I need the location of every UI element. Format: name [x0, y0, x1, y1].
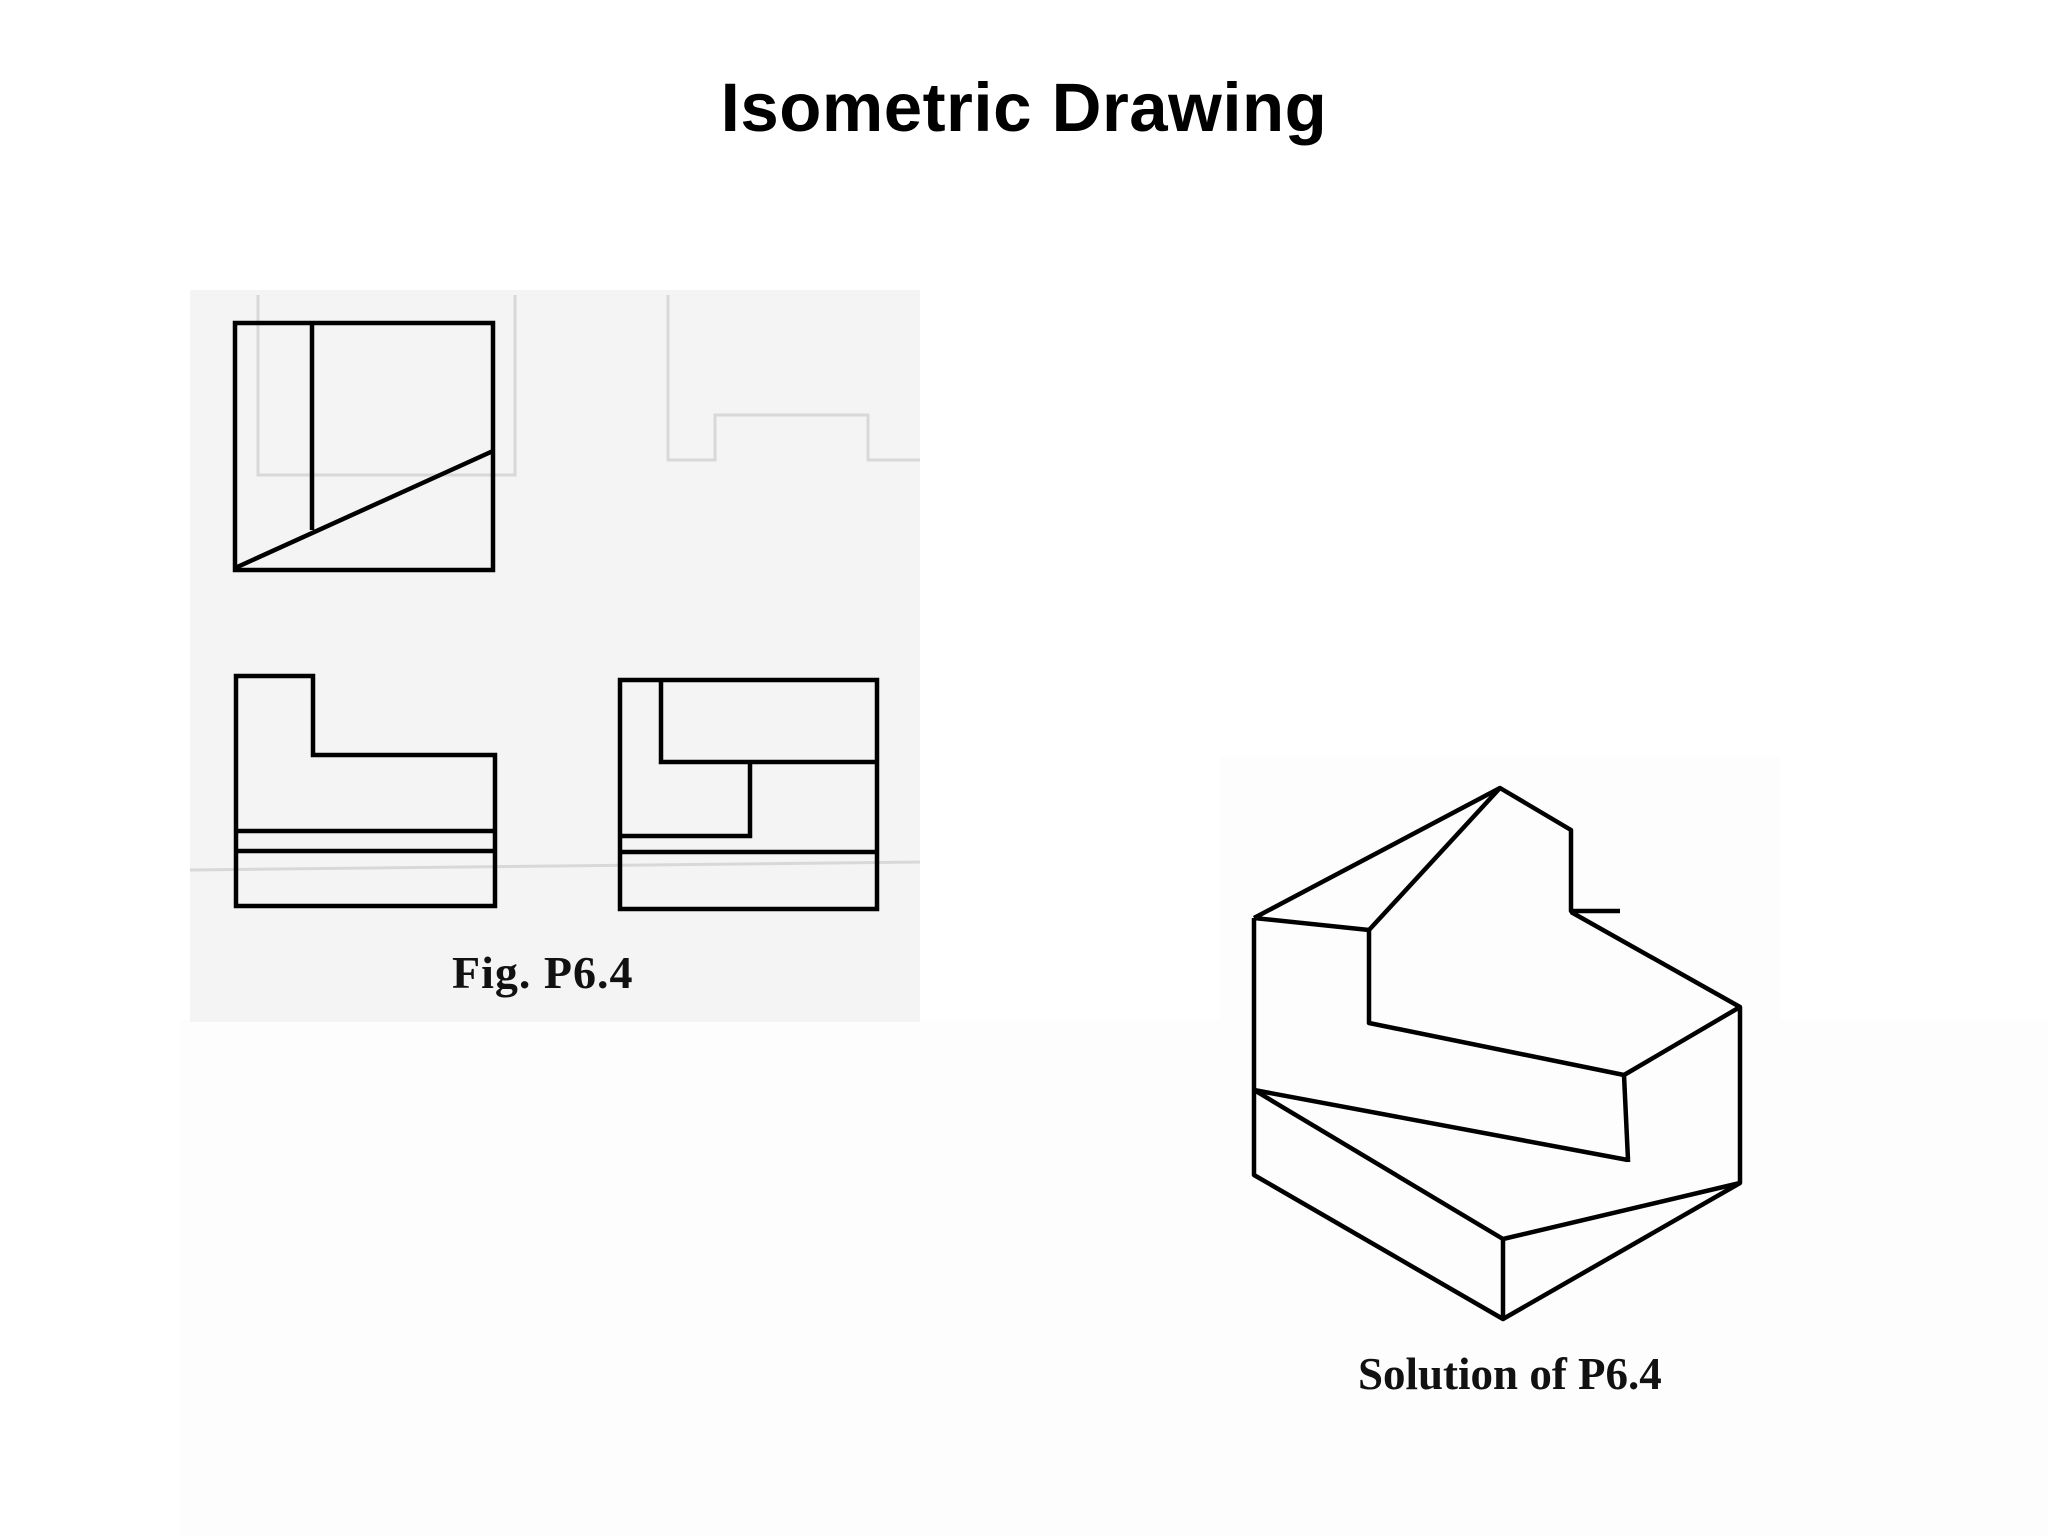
bleed-through-ghost: [189, 295, 921, 872]
isometric-solution: [1251, 785, 1743, 1322]
top-view: [232, 320, 496, 573]
orthographic-caption: Fig. P6.4: [452, 947, 634, 998]
slide-title: Isometric Drawing: [720, 69, 1328, 146]
front-view: [233, 673, 498, 909]
isometric-scan-panel: [1220, 755, 1780, 1405]
side-view: [617, 677, 880, 912]
isometric-caption: Solution of P6.4: [1358, 1349, 1662, 1399]
